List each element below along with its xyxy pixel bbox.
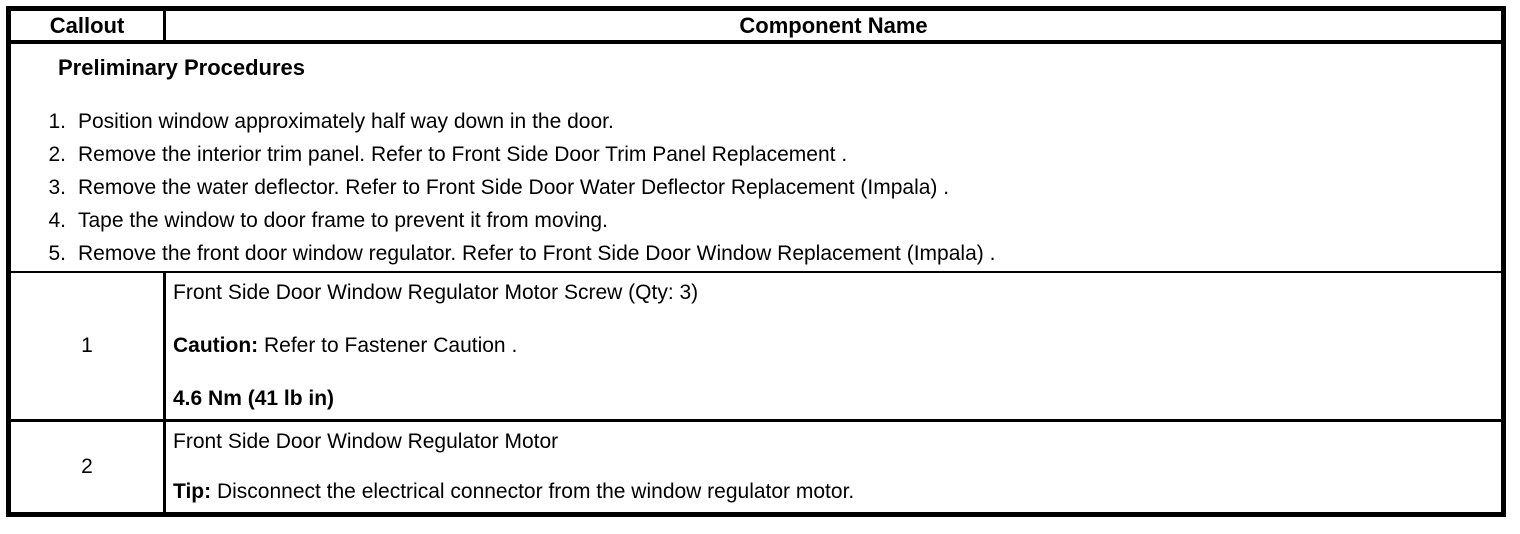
preliminary-steps-list: 1. Position window approximately half wa… [11, 105, 1501, 270]
table-header-row: Callout Component Name [11, 11, 1501, 44]
step-item-3: 3. Remove the water deflector. Refer to … [11, 171, 1501, 204]
step-item-5: 5. Remove the front door window regulato… [11, 237, 1501, 270]
header-callout: Callout [11, 11, 166, 40]
component-name-text: Front Side Door Window Regulator Motor S… [173, 281, 699, 304]
callout-number-cell: 2 [11, 422, 166, 512]
table-row-callout-1: 1 Front Side Door Window Regulator Motor… [11, 273, 1501, 422]
component-name-text: Front Side Door Window Regulator Motor [173, 430, 559, 453]
tip-label: Tip: [173, 480, 212, 503]
caution-note: Caution: Refer to Fastener Caution . [173, 333, 1491, 359]
preliminary-procedures-section: Preliminary Procedures 1. Position windo… [11, 44, 1501, 273]
step-number: 4. [48, 208, 66, 232]
step-text: Remove the water deflector. Refer to Fro… [78, 175, 950, 199]
component-callout-table: Callout Component Name Preliminary Proce… [6, 6, 1506, 517]
preliminary-procedures-title: Preliminary Procedures [58, 55, 306, 80]
step-text: Remove the interior trim panel. Refer to… [78, 142, 848, 166]
caution-text: Refer to Fastener Caution . [258, 334, 518, 357]
step-item-1: 1. Position window approximately half wa… [11, 105, 1501, 138]
callout-number-cell: 1 [11, 273, 166, 419]
step-text: Remove the front door window regulator. … [78, 241, 996, 265]
step-number: 5. [48, 241, 66, 265]
caution-label: Caution: [173, 334, 259, 357]
step-item-2: 2. Remove the interior trim panel. Refer… [11, 138, 1501, 171]
component-name-cell: Front Side Door Window Regulator Motor T… [166, 422, 1501, 512]
header-component-name: Component Name [739, 12, 928, 38]
tip-text: Disconnect the electrical connector from… [211, 480, 855, 503]
step-text: Tape the window to door frame to prevent… [78, 208, 608, 232]
component-name-cell: Front Side Door Window Regulator Motor S… [166, 273, 1501, 419]
step-item-4: 4. Tape the window to door frame to prev… [11, 204, 1501, 237]
table-row-callout-2: 2 Front Side Door Window Regulator Motor… [11, 422, 1501, 512]
step-number: 1. [48, 109, 66, 133]
tip-note: Tip: Disconnect the electrical connector… [173, 479, 1491, 505]
torque-spec: 4.6 Nm (41 lb in) [173, 387, 335, 410]
step-number: 2. [48, 142, 66, 166]
step-text: Position window approximately half way d… [78, 109, 614, 133]
step-number: 3. [48, 175, 66, 199]
